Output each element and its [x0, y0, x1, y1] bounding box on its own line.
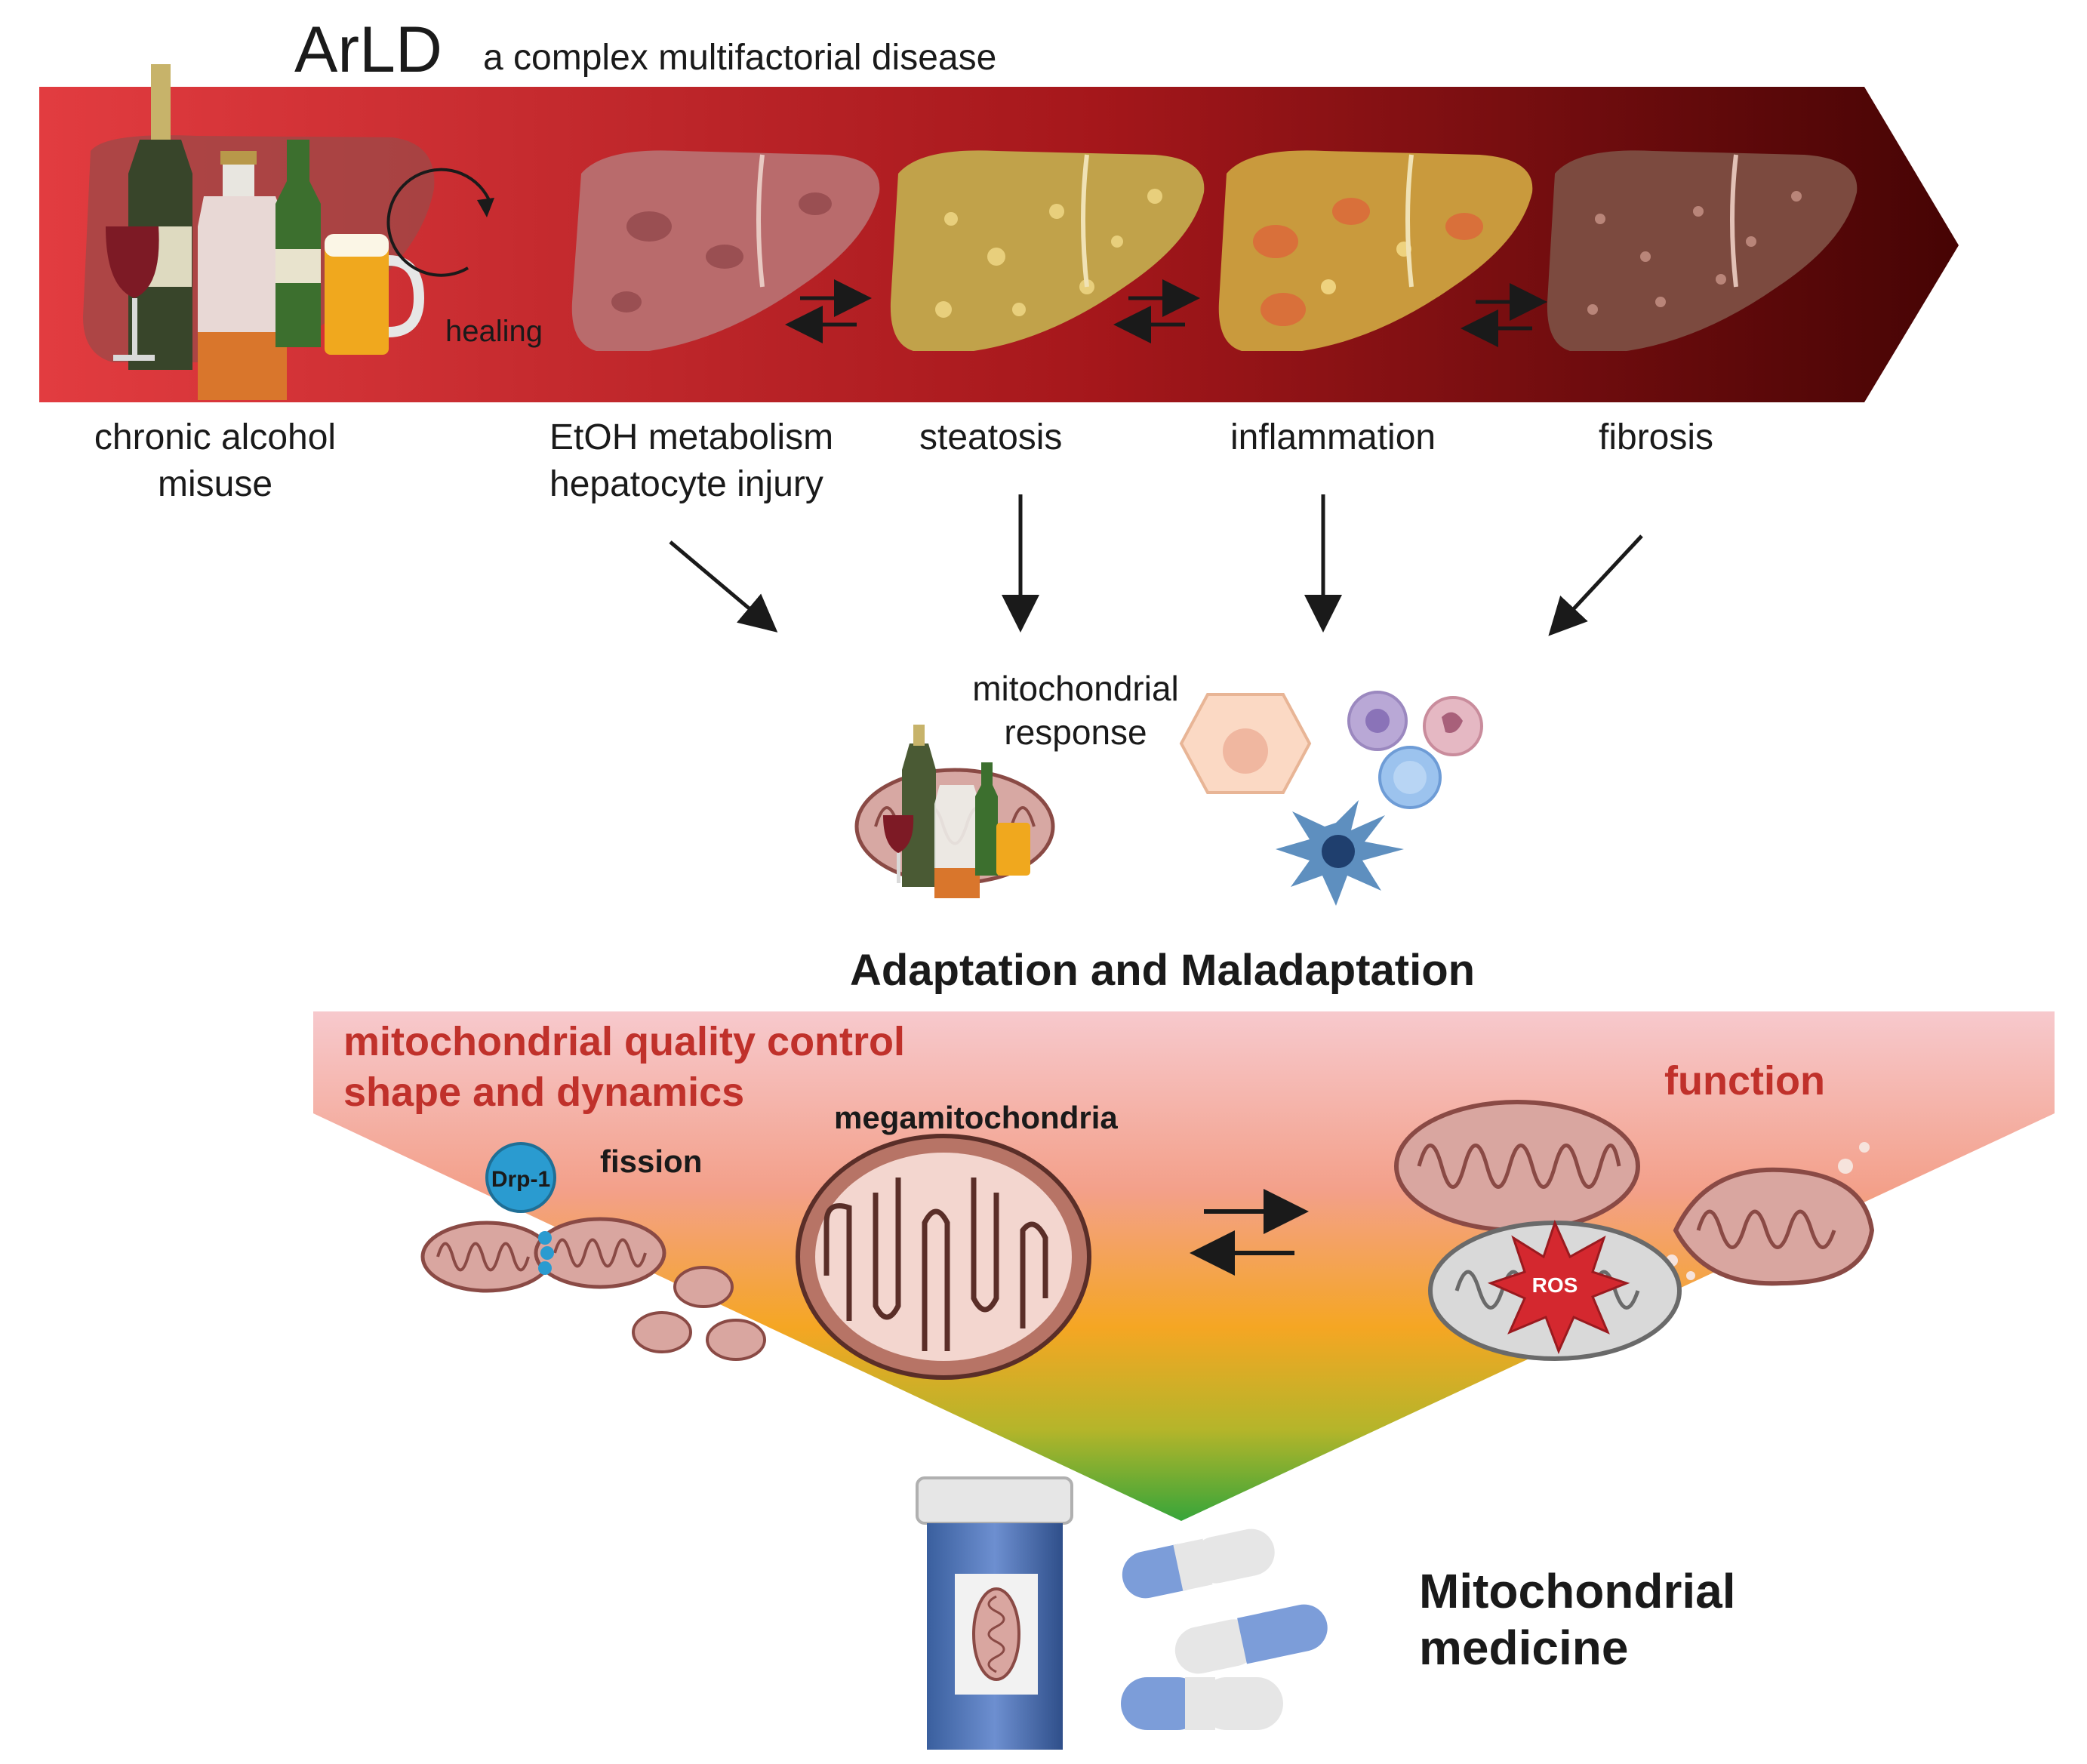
- healing-label: healing: [445, 315, 543, 348]
- response-label-line1: mitochondrial: [972, 669, 1179, 708]
- fission-mitochondria-icon: [420, 1217, 766, 1361]
- medicine-label-line1: Mitochondrial: [1419, 1564, 1736, 1618]
- megamitochondria-label: megamitochondria: [834, 1100, 1118, 1135]
- title: ArLD: [294, 14, 442, 86]
- stage-label-inflammation: inflammation: [1230, 417, 1436, 457]
- drp1-label: Drp-1: [491, 1167, 550, 1192]
- medicine-bottle-icon: [916, 1476, 1073, 1750]
- liver-injury-icon: [571, 150, 880, 351]
- function-label: function: [1664, 1058, 1825, 1104]
- ros-burst-icon: [1487, 1219, 1630, 1354]
- damaged-mitochondrion-icon: [1666, 1142, 1875, 1286]
- stage-label-fibrosis: fibrosis: [1599, 417, 1713, 457]
- stage-label-alcohol-line2: misuse: [158, 464, 272, 504]
- capsules-icon: [1121, 1528, 1328, 1730]
- ros-label: ROS: [1532, 1273, 1578, 1297]
- adaptation-arrows: [1190, 1189, 1309, 1276]
- liver-fibrosis-icon: [1547, 150, 1858, 351]
- hepatocyte-icon: [1179, 693, 1312, 794]
- liver-steatosis-icon: [890, 150, 1205, 351]
- subtitle: a complex multifactorial disease: [483, 38, 996, 78]
- stage-label-alcohol-line1: chronic alcohol: [94, 417, 336, 457]
- immune-cells-icon: [1276, 691, 1483, 906]
- healthy-mitochondrion-icon: [1394, 1100, 1640, 1233]
- medicine-label-line2: medicine: [1419, 1621, 1628, 1675]
- converging-arrows: [669, 494, 1643, 636]
- quality-control-label-line1: mitochondrial quality control: [343, 1019, 905, 1064]
- ros-mitochondrion-icon: ROS: [1428, 1219, 1682, 1361]
- response-label-line2: response: [1004, 713, 1147, 752]
- liver-inflammation-icon: [1218, 150, 1533, 351]
- megamitochondrion-icon: [796, 1134, 1091, 1380]
- healing-cycle: healing: [386, 168, 543, 348]
- alcohol-liver-illustration: [83, 64, 435, 400]
- fission-label: fission: [600, 1144, 702, 1179]
- stage-label-etoh-line1: EtOH metabolism: [549, 417, 833, 457]
- reversible-arrows: [785, 279, 1547, 347]
- stage-label-steatosis: steatosis: [919, 417, 1062, 457]
- stage-label-etoh-line2: hepatocyte injury: [549, 464, 823, 504]
- quality-control-label-line2: shape and dynamics: [343, 1070, 744, 1115]
- healing-arrow-icon: [477, 198, 494, 217]
- mitochondrion-alcohol-icon: [854, 725, 1055, 898]
- adaptation-heading: Adaptation and Maladaptation: [850, 946, 1475, 995]
- drp1-protein-icon: Drp-1: [485, 1142, 556, 1213]
